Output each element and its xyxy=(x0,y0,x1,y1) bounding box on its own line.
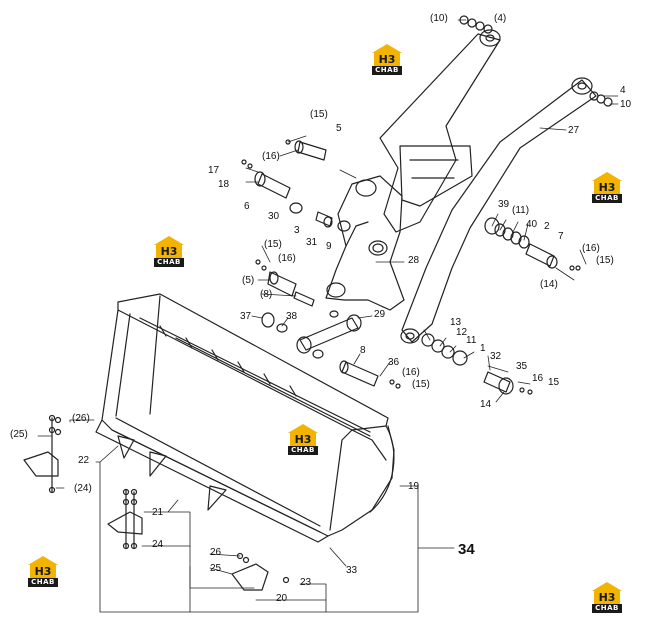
brand-logo: H3 CHAB xyxy=(26,556,60,590)
part-label: (16) xyxy=(278,253,296,264)
logo-brand: CHAB xyxy=(288,446,318,455)
part-label: (16) xyxy=(582,243,600,254)
part-label: (8) xyxy=(260,289,273,300)
part-label: 37 xyxy=(240,311,252,322)
part-label: 39 xyxy=(498,199,510,210)
logo-mark: H3 xyxy=(594,591,620,604)
part-label: 1 xyxy=(480,343,486,354)
house-roof-icon xyxy=(372,44,402,53)
part-label: (4) xyxy=(494,13,507,24)
part-label: (15) xyxy=(264,239,282,250)
part-label: 21 xyxy=(152,507,164,518)
part-label: (16) xyxy=(262,151,280,162)
logo-brand: CHAB xyxy=(592,604,622,613)
leader-lines xyxy=(37,19,619,613)
part-label: 4 xyxy=(620,85,626,96)
logo-brand: CHAB xyxy=(28,578,58,587)
part-label: 13 xyxy=(450,317,462,328)
part-label: 7 xyxy=(558,231,564,242)
part-label: 32 xyxy=(490,351,502,362)
logo-brand: CHAB xyxy=(154,258,184,267)
part-label: 11 xyxy=(466,335,477,346)
logo-mark: H3 xyxy=(290,433,316,446)
house-roof-icon xyxy=(28,556,58,565)
part-label: 30 xyxy=(268,211,280,222)
part-label: (15) xyxy=(412,379,430,390)
logo-mark: H3 xyxy=(594,181,620,194)
house-roof-icon xyxy=(592,172,622,181)
part-label: (5) xyxy=(242,275,255,286)
part-label: 19 xyxy=(408,481,420,492)
part-label: 2 xyxy=(544,221,550,232)
pin-assemblies xyxy=(241,15,613,395)
assembly-label: 34 xyxy=(458,541,475,558)
logo-mark: H3 xyxy=(30,565,56,578)
part-label: 26 xyxy=(210,547,222,558)
part-label: 33 xyxy=(346,565,358,576)
logo-brand: CHAB xyxy=(372,66,402,75)
tooth-left xyxy=(23,414,62,494)
part-label: 22 xyxy=(78,455,90,466)
boom-arm xyxy=(325,29,597,344)
part-label: 18 xyxy=(218,179,230,190)
part-label: (14) xyxy=(540,279,558,290)
house-roof-icon xyxy=(592,582,622,591)
part-label: (11) xyxy=(512,205,530,216)
part-label: 36 xyxy=(388,357,400,368)
part-label: 23 xyxy=(300,577,312,588)
part-label: 8 xyxy=(360,345,366,356)
part-label: (26) xyxy=(72,413,90,424)
part-label: 15 xyxy=(548,377,560,388)
house-roof-icon xyxy=(288,424,318,433)
part-label: (15) xyxy=(596,255,614,266)
part-label: (25) xyxy=(10,429,28,440)
part-label: 17 xyxy=(208,165,220,176)
brand-logo: H3 CHAB xyxy=(590,582,624,616)
tooth-bottom xyxy=(107,488,290,591)
part-label: 24 xyxy=(152,539,164,550)
part-label: (16) xyxy=(402,367,420,378)
logo-brand: CHAB xyxy=(592,194,622,203)
part-label: 12 xyxy=(456,327,468,338)
part-label: 9 xyxy=(326,241,332,252)
part-label: 6 xyxy=(244,201,250,212)
brand-logo: H3 CHAB xyxy=(286,424,320,458)
part-label: 3 xyxy=(294,225,300,236)
logo-mark: H3 xyxy=(374,53,400,66)
part-label: 28 xyxy=(408,255,420,266)
part-label: 10 xyxy=(620,99,632,110)
logo-mark: H3 xyxy=(156,245,182,258)
part-label: 16 xyxy=(532,373,544,384)
brand-logo: H3 CHAB xyxy=(152,236,186,270)
part-label: (24) xyxy=(74,483,92,494)
part-label: 29 xyxy=(374,309,386,320)
part-label: (15) xyxy=(310,109,328,120)
part-label: 20 xyxy=(276,593,288,604)
part-label: 38 xyxy=(286,311,298,322)
part-label: 14 xyxy=(480,399,492,410)
brand-logo: H3 CHAB xyxy=(370,44,404,78)
part-label: 5 xyxy=(336,123,342,134)
part-label: 31 xyxy=(306,237,318,248)
part-label: 27 xyxy=(568,125,580,136)
brand-logo: H3 CHAB xyxy=(590,172,624,206)
part-label: 40 xyxy=(526,219,538,230)
house-roof-icon xyxy=(154,236,184,245)
part-label: 35 xyxy=(516,361,528,372)
bucket xyxy=(95,293,395,543)
part-label: (10) xyxy=(430,13,448,24)
part-label: 25 xyxy=(210,563,222,574)
